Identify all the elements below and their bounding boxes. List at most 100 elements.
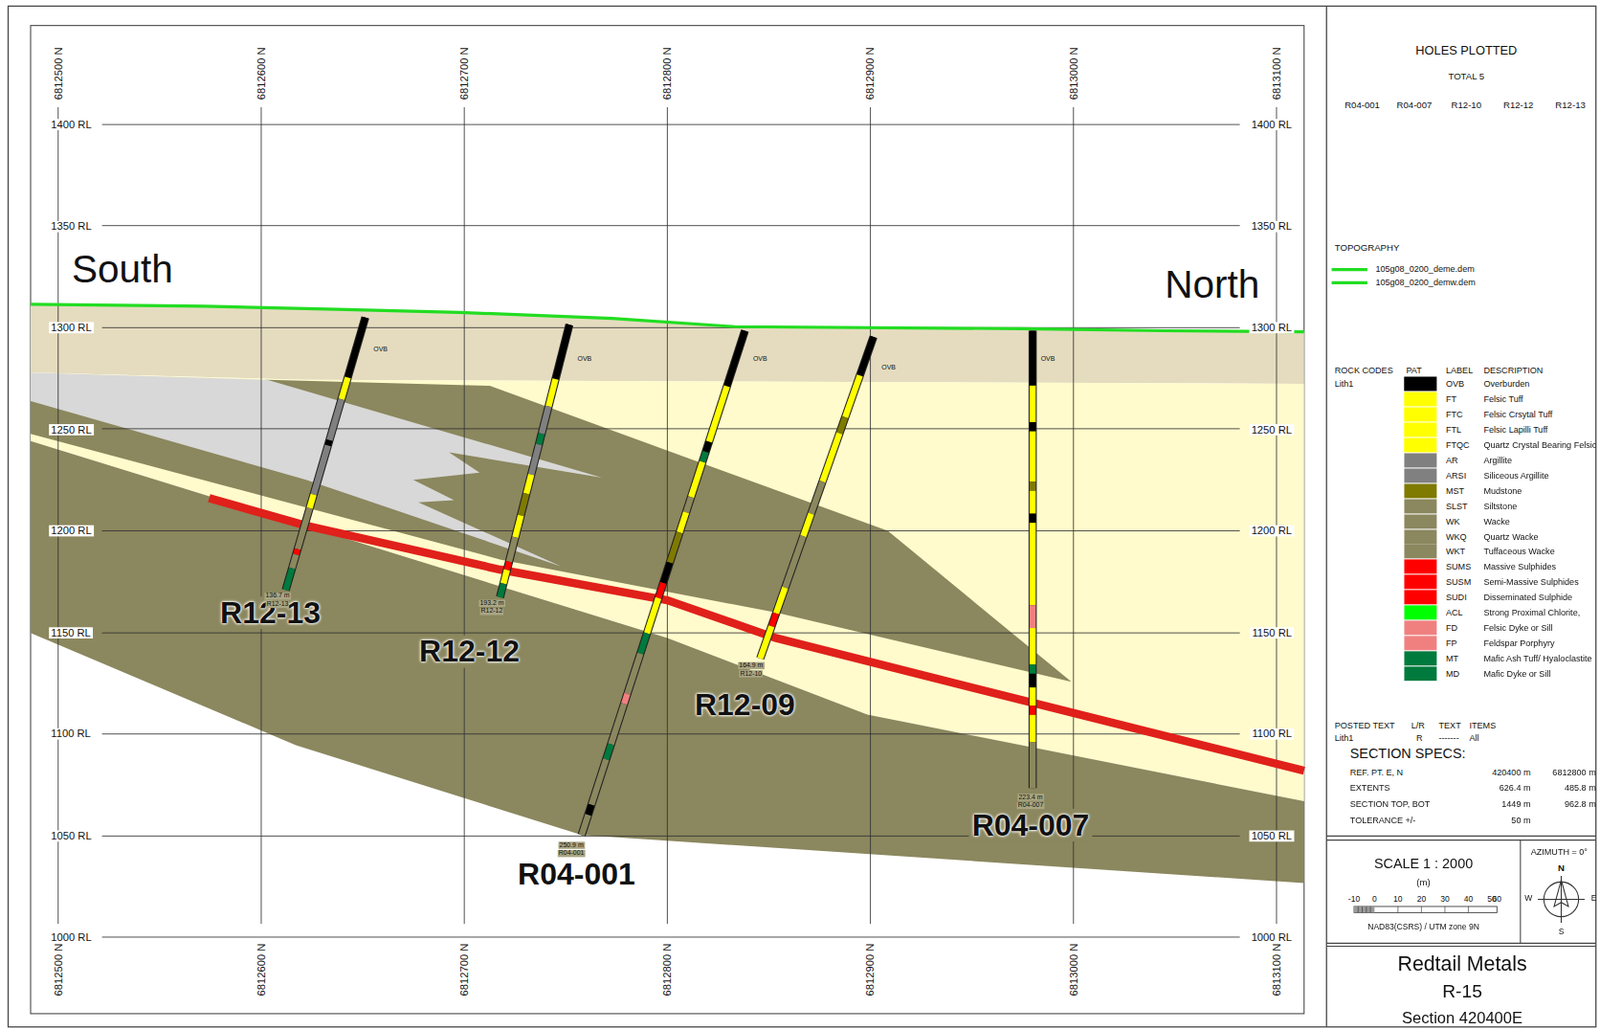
hole-outline <box>1028 331 1038 789</box>
hole-interval <box>839 417 845 434</box>
hole-interval <box>1029 673 1036 688</box>
legend-swatch <box>1403 377 1437 392</box>
hole-interval <box>759 625 772 659</box>
hole-interval <box>646 598 659 634</box>
panel-heading: ROCK CODES <box>1334 365 1394 376</box>
hole-interval <box>500 583 505 598</box>
log-code: OVB <box>881 363 896 371</box>
spec-value: 485.8 m <box>1564 783 1597 794</box>
legend-swatch <box>1403 483 1437 498</box>
log-code: OVB <box>373 346 388 354</box>
elevation-label: 1100 RL <box>1249 728 1294 740</box>
hole-interval <box>310 494 314 509</box>
spec-value: 420400 m <box>1491 768 1531 778</box>
hole-interval <box>1029 687 1036 706</box>
hole-list-item: R04-007 <box>1397 101 1433 112</box>
legend-text: Overburden <box>1483 378 1530 389</box>
hole-outline <box>500 324 571 598</box>
hole-interval <box>605 743 611 759</box>
legend-text: 105g08_0200_deme.dem <box>1375 265 1474 275</box>
rock-code: SUMS <box>1445 562 1471 573</box>
elevation-label: 1250 RL <box>48 423 94 436</box>
hole-interval <box>727 331 746 387</box>
legend-text: 105g08_0200_demw.dem <box>1375 278 1475 289</box>
hole-id: R04-001 <box>557 849 586 857</box>
spec-name: REF. PT. E, N <box>1350 768 1403 778</box>
scale-number: 40 <box>1464 895 1473 905</box>
hole-interval <box>679 511 687 533</box>
legend-swatch <box>1403 559 1437 575</box>
hole-interval <box>844 375 860 418</box>
northing-label: 6813000 N <box>1067 46 1080 100</box>
hole-interval <box>822 433 841 482</box>
hole-id: R12-12 <box>480 607 505 615</box>
legend-text: Felsic Lapilli Tuff <box>1483 424 1548 435</box>
elevation-label: 1250 RL <box>1249 423 1295 436</box>
rock-code: WK <box>1445 516 1461 527</box>
hole-interval <box>520 493 527 516</box>
rock-code: MT <box>1445 653 1459 664</box>
topography-line <box>30 304 1305 333</box>
elevation-label: 1000 RL <box>48 931 94 943</box>
hole-interval <box>295 549 298 556</box>
compass-point: S <box>1558 927 1565 936</box>
elevation-label: 1400 RL <box>1249 118 1295 131</box>
hole-interval <box>347 317 365 378</box>
legend-text: Quartz Wacke <box>1483 532 1538 542</box>
northing-label: 6812600 N <box>255 46 267 100</box>
compass-point: N <box>1557 863 1565 873</box>
panel-text: ------- <box>1439 733 1460 743</box>
northing-label: 6812800 N <box>662 46 674 100</box>
legend-text: Siltstone <box>1483 501 1517 512</box>
column-heading: ITEMS <box>1469 720 1497 731</box>
northing-label: 6813100 N <box>1270 46 1283 100</box>
hole-interval <box>1029 604 1036 628</box>
rock-code: FTC <box>1445 409 1464 420</box>
hole-depth: 223.4 m <box>1017 793 1044 800</box>
scale-bar <box>1354 906 1375 912</box>
azimuth-block: AZIMUTH = 0° <box>1522 842 1597 941</box>
hole-interval <box>503 569 508 583</box>
hole-interval <box>538 433 542 445</box>
spec-name: TOLERANCE +/- <box>1350 816 1417 826</box>
hole-name: R04-007 <box>968 808 1092 842</box>
legend-swatch <box>1403 605 1437 621</box>
panel-text: Lith1 <box>1334 733 1355 743</box>
elevation-label: 1300 RL <box>48 321 94 334</box>
legend-text: Disseminated Sulphide <box>1483 592 1573 602</box>
scale-number: -10 <box>1348 895 1360 905</box>
legend-text: Quartz Crystal Bearing Felsic <box>1483 440 1597 450</box>
hole-interval <box>1029 490 1036 514</box>
scale-number: 60 <box>1492 895 1502 905</box>
legend-text: Siliceous Argillite <box>1483 470 1549 481</box>
panel-heading: POSTED TEXT <box>1334 720 1396 731</box>
northing-label: 6812900 N <box>865 46 877 100</box>
hole-interval <box>286 568 293 591</box>
elevation-label: 1300 RL <box>1249 321 1295 334</box>
hole-interval <box>658 582 664 599</box>
hole-list-item: R12-10 <box>1451 101 1482 112</box>
legend-swatch <box>1403 498 1437 513</box>
scale-number: 30 <box>1440 895 1449 905</box>
rock-code: ARSI <box>1445 470 1467 481</box>
hole-interval <box>771 613 777 626</box>
hole-interval <box>860 336 874 376</box>
hole-interval <box>588 804 592 816</box>
rock-code: WKT <box>1445 547 1466 557</box>
elevation-label: 1150 RL <box>1249 626 1294 639</box>
block-text: (m) <box>1416 877 1430 888</box>
hole-depth: 250.9 m <box>558 841 585 848</box>
legend-text: Felsic Crsytal Tuff <box>1483 409 1553 420</box>
spec-value: 50 m <box>1511 816 1531 826</box>
panel-rule <box>1519 840 1521 944</box>
legend-text: Strong Proximal Chlorite, <box>1483 607 1580 618</box>
elevation-label: 1400 RL <box>48 118 94 131</box>
grid <box>58 107 1277 937</box>
northing-label: 6813000 N <box>1067 943 1080 997</box>
spec-value: 626.4 m <box>1499 783 1532 794</box>
hole-interval <box>1029 741 1036 788</box>
hole-id: R04-007 <box>1017 801 1045 809</box>
hole-interval <box>1029 513 1036 524</box>
rock-code: MD <box>1445 668 1460 679</box>
northing-label: 6812500 N <box>52 46 65 100</box>
